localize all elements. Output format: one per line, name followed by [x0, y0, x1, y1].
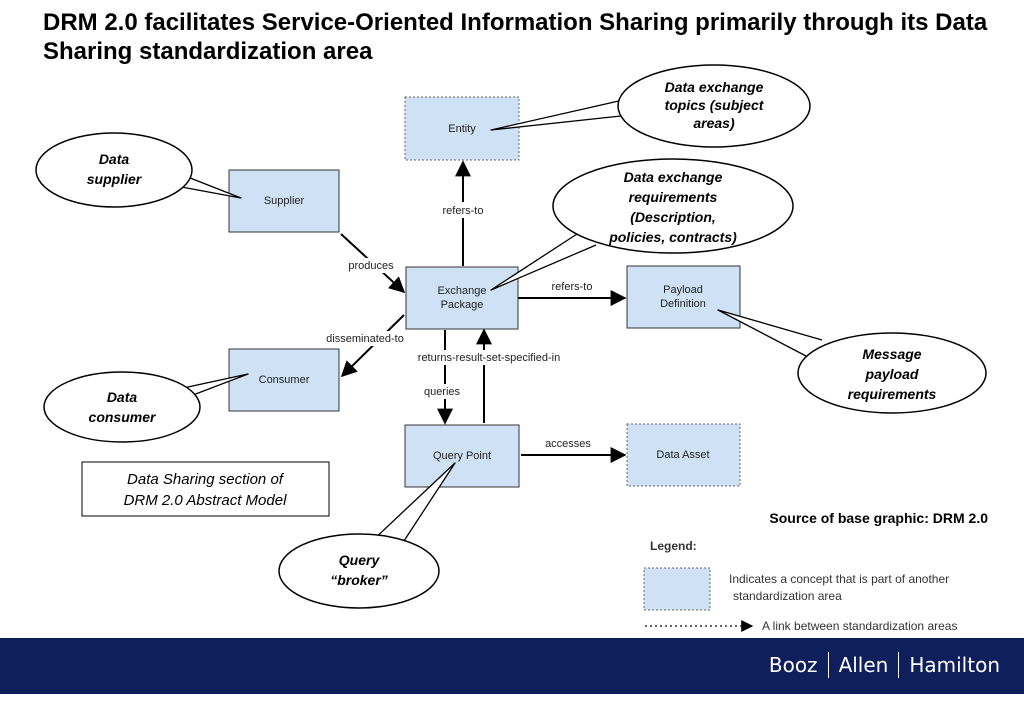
callout-payload-line-2: payload	[865, 366, 919, 382]
caption-line-2: DRM 2.0 Abstract Model	[124, 492, 287, 509]
footer-bar: Booz Allen Hamilton	[0, 638, 1024, 694]
query-point-box: Query Point	[404, 424, 520, 488]
payload-definition-box: Payload Definition	[626, 265, 741, 329]
callout-broker-line-1: Query	[339, 552, 381, 568]
callout-data-supplier: Data supplier	[35, 132, 242, 208]
callout-requirements-line-3: (Description,	[630, 209, 716, 225]
callout-data-exchange-requirements: Data exchange requirements (Description,…	[490, 158, 794, 291]
entity-label: Entity	[448, 123, 476, 135]
caption-line-1: Data Sharing section of	[127, 471, 285, 488]
callout-consumer-line-1: Data	[107, 389, 138, 405]
callout-data-consumer: Data consumer	[43, 371, 249, 443]
legend-concept-line-2: standardization area	[733, 589, 842, 603]
consumer-label: Consumer	[259, 374, 310, 386]
edge-label-returns-result-set: returns-result-set-specified-in	[418, 352, 560, 364]
exchange-package-label-2: Package	[441, 299, 484, 311]
payload-definition-label-1: Payload	[663, 284, 703, 296]
edge-label-refers-to-payload: refers-to	[552, 281, 593, 293]
callout-broker-line-2: “broker”	[330, 572, 388, 588]
payload-definition-label-2: Definition	[660, 298, 706, 310]
callout-consumer-line-2: consumer	[89, 409, 157, 425]
callout-topics-line-3: areas)	[693, 115, 735, 131]
brand-divider	[827, 652, 829, 678]
page-title: DRM 2.0 facilitates Service-Oriented Inf…	[43, 9, 988, 65]
callout-supplier-line-1: Data	[99, 151, 130, 167]
brand-word-3: Hamilton	[909, 653, 1000, 677]
callout-requirements-line-1: Data exchange	[624, 169, 723, 185]
exchange-package-label-1: Exchange	[438, 285, 487, 297]
edge-label-refers-to-entity: refers-to	[443, 205, 484, 217]
drm-diagram: refers-to produces refers-to disseminate…	[35, 64, 988, 633]
legend-concept-line-1: Indicates a concept that is part of anot…	[729, 572, 949, 586]
consumer-box: Consumer	[228, 348, 340, 412]
source-note: Source of base graphic: DRM 2.0	[769, 510, 988, 526]
callout-supplier-line-2: supplier	[87, 171, 143, 187]
callout-message-payload: Message payload requirements	[717, 309, 987, 414]
caption-box: Data Sharing section of DRM 2.0 Abstract…	[81, 461, 330, 517]
legend-link-text: A link between standardization areas	[762, 619, 957, 633]
edge-label-produces: produces	[348, 260, 394, 272]
edge-label-queries: queries	[424, 386, 461, 398]
callout-topics-line-1: Data exchange	[665, 79, 764, 95]
callout-requirements-line-4: policies, contracts)	[608, 229, 737, 245]
brand-word-2: Allen	[838, 653, 889, 677]
supplier-label: Supplier	[264, 195, 305, 207]
callout-payload-line-1: Message	[862, 346, 921, 362]
legend-title: Legend:	[650, 539, 697, 553]
brand-word-1: Booz	[768, 653, 818, 677]
callout-requirements-line-2: requirements	[629, 189, 718, 205]
edge-label-accesses: accesses	[545, 438, 591, 450]
brand-divider	[898, 652, 900, 678]
callout-data-exchange-topics: Data exchange topics (subject areas)	[490, 64, 811, 148]
exchange-package-box: Exchange Package	[405, 266, 519, 330]
legend-concept-swatch	[643, 567, 711, 611]
query-point-label: Query Point	[433, 450, 491, 462]
callout-topics-line-2: topics (subject	[665, 97, 765, 113]
edge-label-disseminated-to: disseminated-to	[326, 333, 404, 345]
data-asset-box: Data Asset	[626, 423, 741, 487]
supplier-box: Supplier	[228, 169, 340, 233]
data-asset-label: Data Asset	[656, 449, 709, 461]
callout-query-broker: Query “broker”	[278, 462, 456, 609]
legend: Legend: Indicates a concept that is part…	[643, 539, 957, 633]
callout-payload-line-3: requirements	[848, 386, 937, 402]
brand-logo: Booz Allen Hamilton	[769, 652, 1000, 678]
